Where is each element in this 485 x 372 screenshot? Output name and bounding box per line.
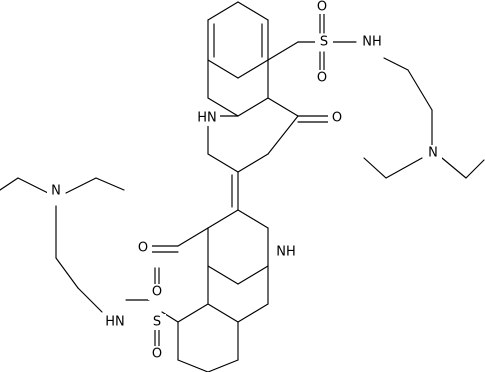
atom-bg (148, 346, 166, 362)
atom-bg (313, 0, 331, 14)
atom-label-nh-top: NH (362, 35, 382, 50)
bond (237, 1, 269, 21)
bond (237, 303, 269, 323)
bond (177, 303, 209, 323)
atom-bg (424, 145, 442, 161)
bond (207, 265, 239, 285)
atom-bg (313, 70, 331, 86)
bond (267, 97, 299, 117)
atom-bg (315, 34, 333, 50)
bond (267, 115, 299, 155)
atom-label-hn-bottom: HN (105, 315, 125, 330)
atom-bg (134, 240, 152, 256)
bond (237, 209, 269, 229)
atom-bg (272, 244, 300, 260)
atom-label-s-top: S (320, 35, 328, 50)
atom-label-o-ketone-top: O (332, 111, 342, 126)
atom-bg (102, 314, 128, 330)
atom-label-n-top: N (428, 146, 438, 161)
bond (237, 153, 269, 173)
atom-bg (148, 284, 166, 300)
bond (207, 209, 239, 229)
atom-bg (358, 34, 386, 50)
atom-label-nh-right: NH (276, 245, 296, 260)
bond (77, 287, 103, 313)
bond (465, 159, 485, 179)
atom-bg (328, 110, 346, 126)
bond (207, 97, 239, 117)
bond (177, 227, 209, 247)
bond (383, 57, 409, 71)
atom-bg (194, 110, 220, 126)
atom-label-n-bottom: N (51, 184, 61, 199)
bond (207, 303, 239, 323)
atom-label-hn-left: HN (197, 111, 217, 126)
bond (237, 59, 269, 79)
bond (177, 359, 209, 372)
atom-bg (148, 314, 166, 330)
bond (207, 153, 239, 173)
atom-label-o-bottom-1: O (152, 285, 162, 300)
bond (65, 177, 97, 194)
bond (207, 59, 239, 79)
atom-label-s-bottom: S (153, 315, 161, 330)
atom-label-o-ketone-bottom: O (138, 241, 148, 256)
bond (161, 311, 179, 323)
atom-label-o-top-1: O (317, 0, 327, 15)
atom-bg (47, 183, 65, 199)
bond (237, 97, 269, 117)
bond (207, 359, 239, 372)
atom-label-o-bottom-2: O (152, 347, 162, 362)
bond (207, 1, 239, 21)
bond (17, 177, 49, 194)
bond (95, 177, 125, 191)
bond (267, 41, 299, 61)
bond (0, 177, 19, 191)
bond (237, 265, 269, 285)
bond (441, 157, 467, 179)
bond (363, 157, 387, 179)
atom-label-o-top-2: O (317, 71, 327, 86)
bond (385, 157, 423, 179)
bond (407, 69, 433, 111)
atom-labels: S O O NH N O HN NH O N HN S O O (47, 0, 442, 362)
bond (55, 257, 79, 289)
